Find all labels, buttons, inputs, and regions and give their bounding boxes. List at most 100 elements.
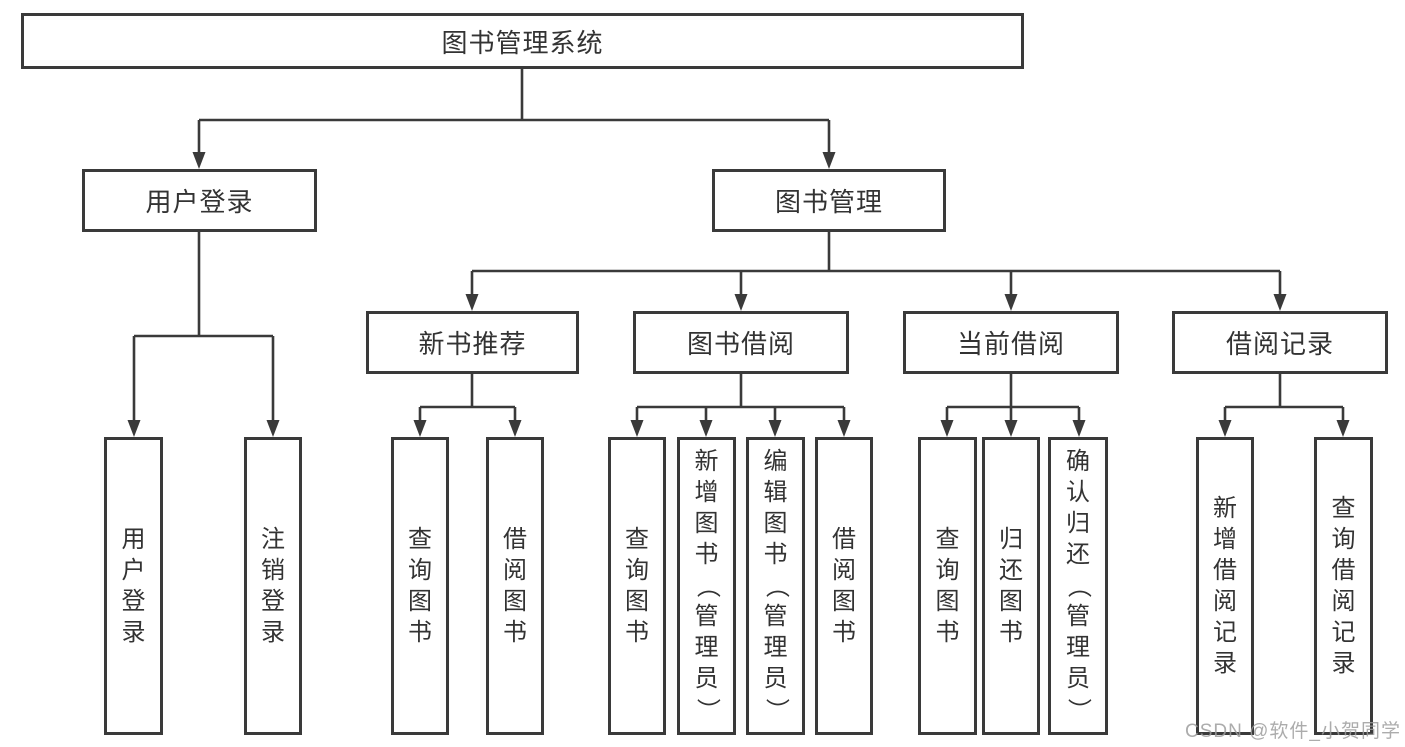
leaf-label-char: 录 — [1331, 649, 1356, 677]
arrowhead-icon — [940, 420, 954, 437]
leaf-label-char: 图 — [763, 510, 788, 537]
leaf-add-book-admin: 新增图书（管理员） — [677, 437, 736, 735]
node-label: 图书管理系统 — [441, 27, 604, 58]
leaf-label-char: 销 — [261, 556, 285, 584]
leaf-user-login: 用户登录 — [104, 437, 163, 735]
leaf-label-char: 图 — [694, 510, 719, 537]
leaf-label-char: 书 — [625, 618, 649, 646]
leaf-label-char: 归 — [999, 525, 1023, 553]
leaf-label-char: ） — [762, 698, 790, 722]
arrowhead-icon — [1004, 294, 1018, 311]
leaf-label-char: 记 — [1213, 618, 1237, 646]
leaf-label-char: 录 — [261, 618, 285, 646]
leaf-label-char: 增 — [1213, 525, 1237, 553]
leaf-label-char: （ — [693, 574, 721, 598]
leaf-label-char: 归 — [1066, 510, 1090, 537]
node-label: 新书推荐 — [418, 329, 527, 359]
leaf-query-books-recommend: 查询图书 — [391, 437, 449, 735]
leaf-logout: 注销登录 — [244, 437, 302, 735]
leaf-label-char: 图 — [408, 587, 432, 615]
leaf-label-char: 用 — [121, 525, 146, 553]
leaf-label-char: 书 — [694, 541, 719, 568]
leaf-label-char: 认 — [1066, 479, 1090, 506]
leaf-label-char: 借 — [832, 525, 856, 553]
node-label: 当前借阅 — [956, 329, 1065, 359]
leaf-label-char: 图 — [503, 587, 527, 615]
leaf-label-char: 查 — [408, 525, 432, 553]
leaf-label-char: 借 — [1213, 556, 1237, 584]
leaf-query-borrow-record: 查询借阅记录 — [1314, 437, 1373, 735]
leaf-label-char: 记 — [1331, 618, 1356, 646]
arrowhead-icon — [413, 420, 427, 437]
arrowhead-icon — [1072, 420, 1086, 437]
arrowhead-icon — [1218, 420, 1232, 437]
leaf-label-char: 阅 — [503, 556, 527, 584]
leaf-label-char: ） — [1065, 698, 1092, 722]
leaf-label-char: 还 — [1066, 541, 1090, 568]
leaf-label-char: 员 — [1066, 665, 1090, 692]
leaf-label-char: 图 — [625, 587, 649, 615]
leaf-label-char: 新 — [1213, 494, 1237, 522]
leaf-return-book: 归还图书 — [982, 437, 1040, 735]
leaf-label-char: 登 — [121, 587, 146, 615]
leaf-edit-book-admin: 编辑图书（管理员） — [746, 437, 805, 735]
leaf-label-char: 查 — [1331, 494, 1356, 522]
leaf-label-char: 理 — [1066, 634, 1090, 661]
leaf-label-char: 确 — [1066, 448, 1090, 475]
arrowhead-icon — [768, 420, 782, 437]
arrowhead-icon — [699, 420, 713, 437]
leaf-label-char: 录 — [1213, 649, 1237, 677]
node-label: 图书管理 — [774, 187, 883, 217]
leaf-label-char: 询 — [1331, 525, 1356, 553]
leaf-label-char: 借 — [1331, 556, 1356, 584]
leaf-label-char: （ — [1065, 574, 1092, 598]
leaf-query-books-borrowing: 查询图书 — [608, 437, 666, 735]
leaf-label-char: 管 — [763, 603, 788, 630]
leaf-label-char: 理 — [694, 634, 719, 661]
leaf-label-char: 管 — [1066, 603, 1090, 630]
node-label: 用户登录 — [145, 187, 254, 217]
arrowhead-icon — [734, 294, 748, 311]
leaf-add-borrow-record: 新增借阅记录 — [1196, 437, 1254, 735]
arrowhead-icon — [1336, 420, 1350, 437]
node-library-management-system: 图书管理系统 — [21, 13, 1024, 69]
leaf-label-char: 增 — [694, 479, 719, 506]
leaf-borrow-books-recommend: 借阅图书 — [486, 437, 544, 735]
node-label: 图书借阅 — [686, 329, 795, 359]
leaf-label-char: 辑 — [763, 479, 788, 506]
csdn-watermark: CSDN @软件_小贺同学 — [1185, 721, 1401, 742]
leaf-query-books-current: 查询图书 — [918, 437, 977, 735]
node-label: 借阅记录 — [1225, 329, 1334, 359]
leaf-label-char: 询 — [935, 556, 960, 584]
arrowhead-icon — [1273, 294, 1287, 311]
leaf-label-char: 书 — [763, 541, 788, 568]
leaf-label-char: 图 — [832, 587, 856, 615]
leaf-label-char: 书 — [408, 618, 432, 646]
leaf-label-char: 询 — [408, 556, 432, 584]
arrowhead-icon — [266, 420, 280, 437]
leaf-label-char: 阅 — [1331, 587, 1356, 615]
leaf-label-char: 阅 — [832, 556, 856, 584]
leaf-confirm-return-admin: 确认归还 （ 管理员 ） — [1048, 437, 1108, 735]
leaf-label-char: 书 — [832, 618, 856, 646]
leaf-label-char: 查 — [935, 525, 960, 553]
leaf-label-char: 编 — [763, 448, 788, 475]
leaf-label-char: 借 — [503, 525, 527, 553]
leaf-label-char: 管 — [694, 603, 719, 630]
node-borrowing-records: 借阅记录 — [1172, 311, 1388, 374]
leaf-label-char: 登 — [261, 587, 285, 615]
arrowhead-icon — [465, 294, 479, 311]
arrowhead-icon — [837, 420, 851, 437]
arrowhead-icon — [822, 152, 836, 169]
leaf-label-char: 员 — [694, 665, 719, 692]
leaf-label-char: 还 — [999, 556, 1023, 584]
leaf-label-char: 新 — [694, 448, 719, 475]
node-new-book-recommend: 新书推荐 — [366, 311, 579, 374]
node-book-borrowing: 图书借阅 — [633, 311, 849, 374]
leaf-borrow-books-borrowing: 借阅图书 — [815, 437, 873, 735]
leaf-label-char: 书 — [503, 618, 527, 646]
leaf-label-char: 书 — [935, 618, 960, 646]
leaf-label-char: 图 — [935, 587, 960, 615]
leaf-label-char: 户 — [121, 556, 146, 584]
